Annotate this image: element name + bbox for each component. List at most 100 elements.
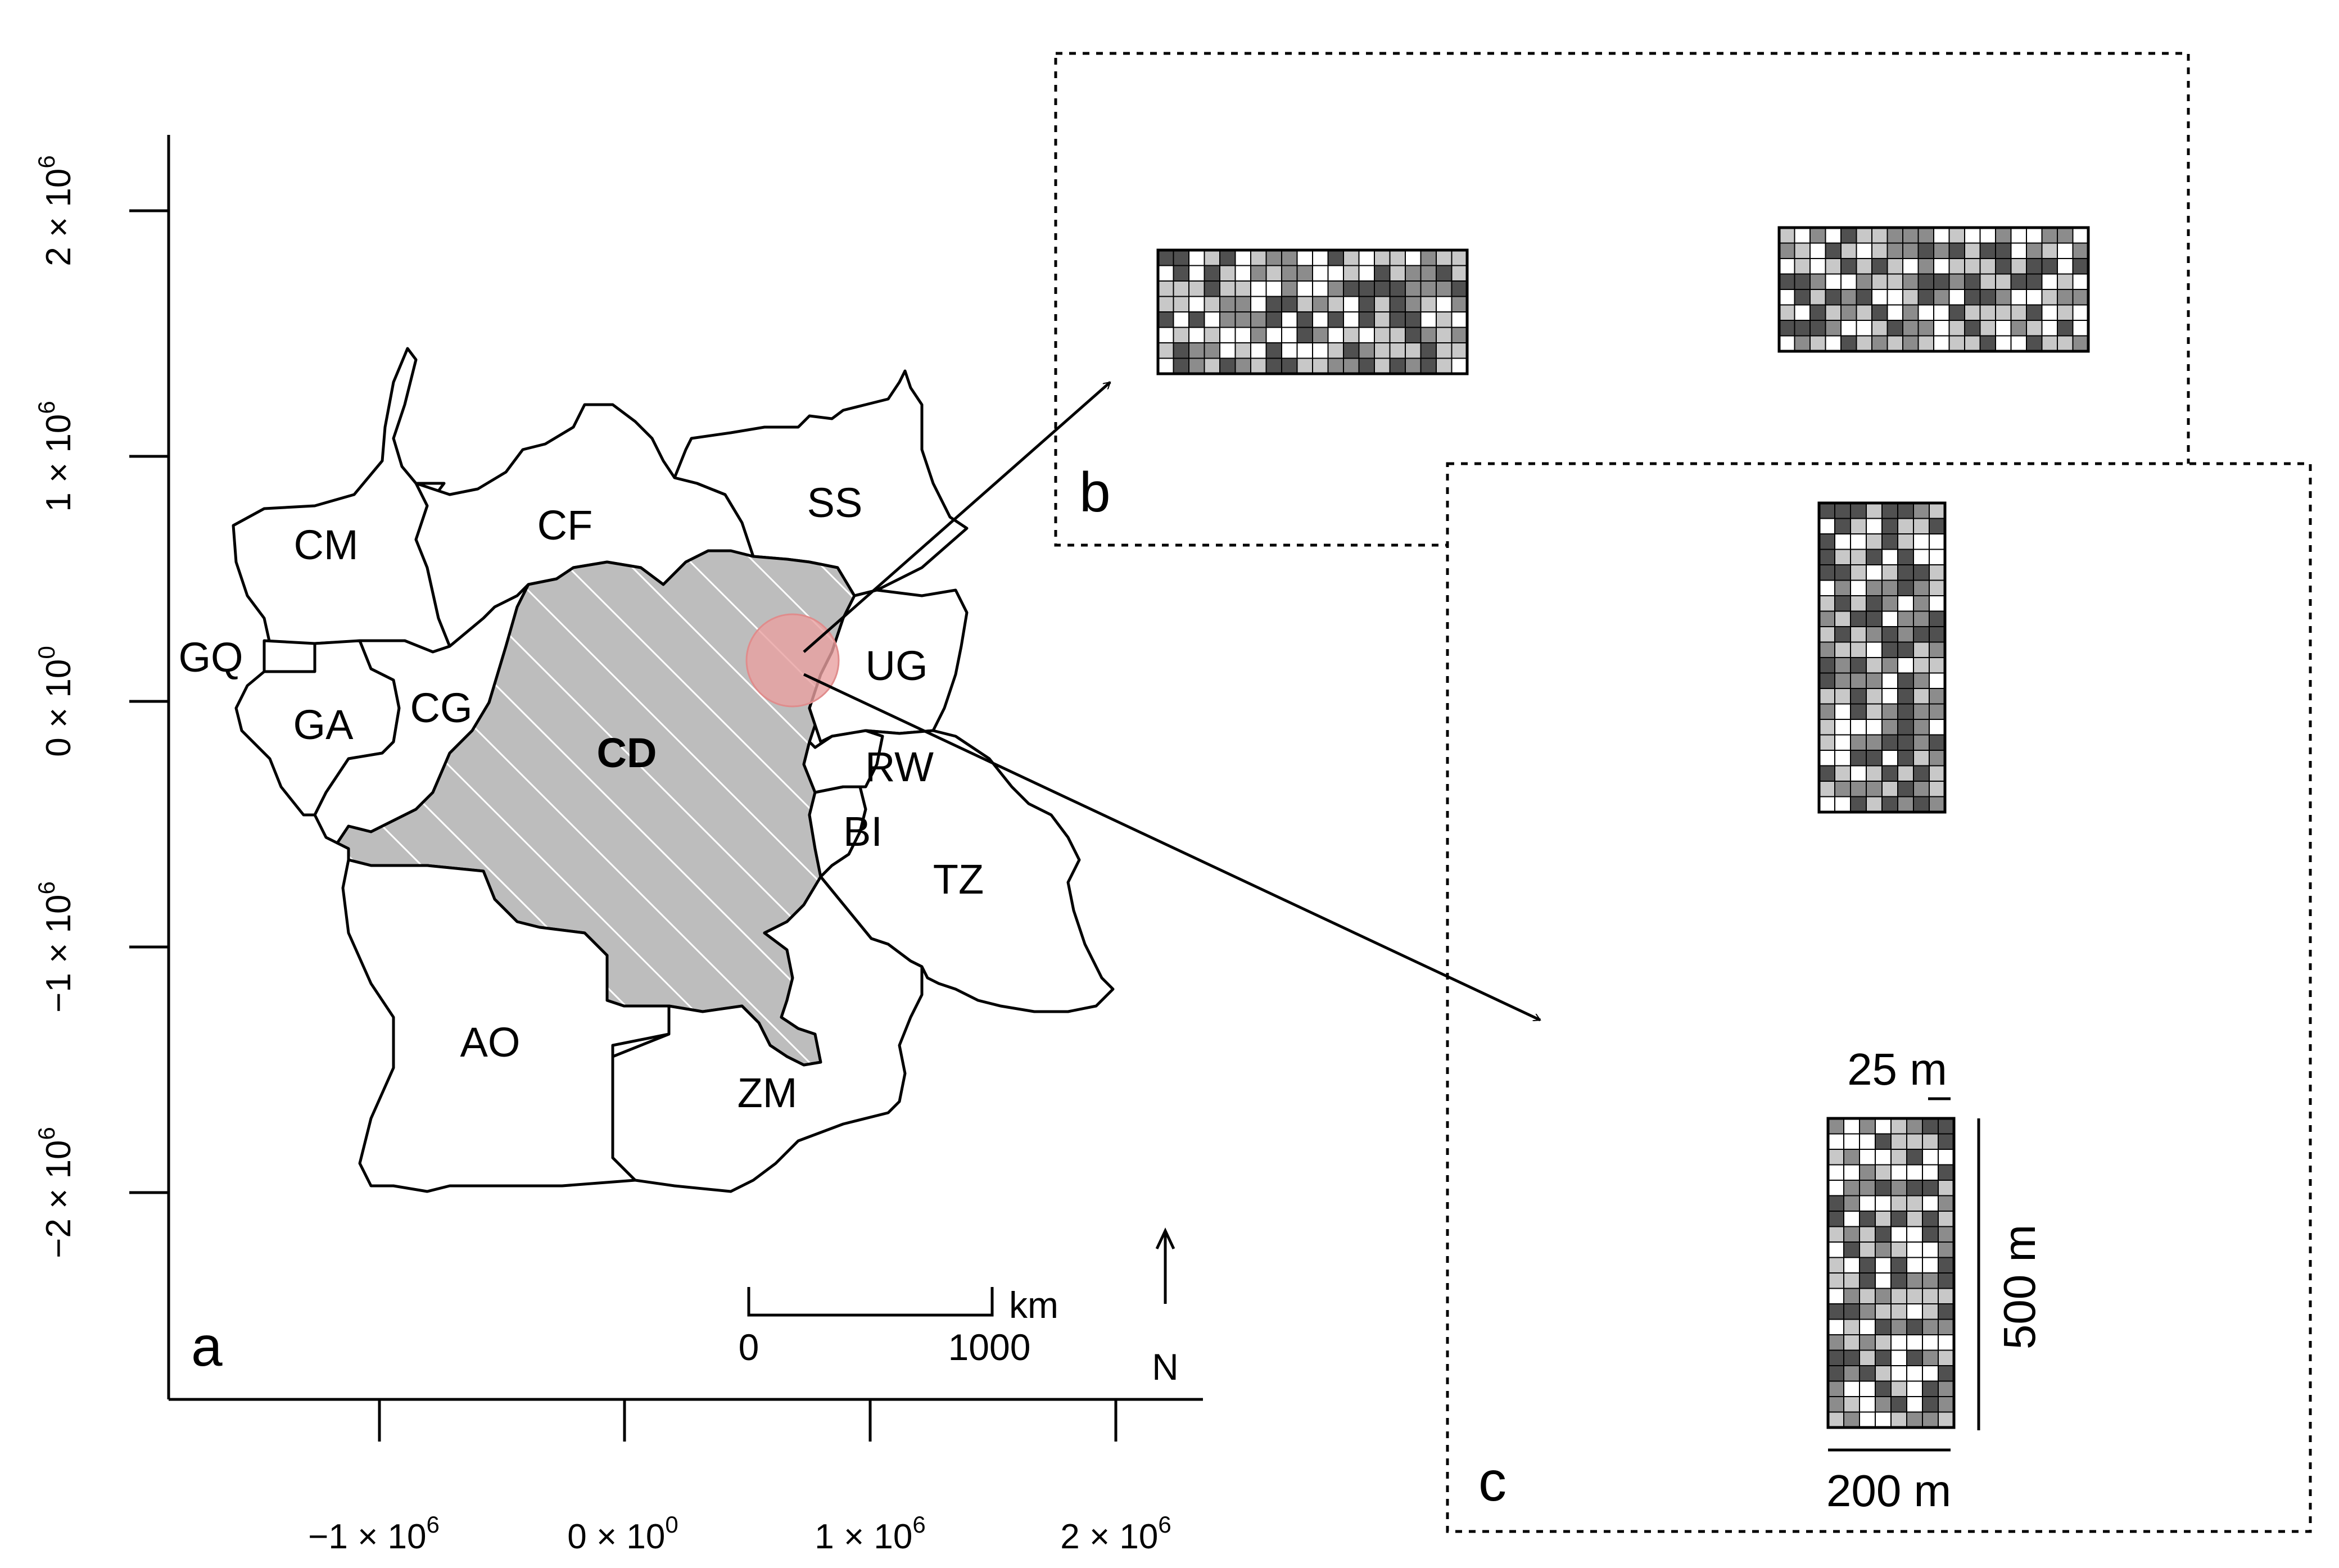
grid-cell [1897, 579, 1914, 596]
grid-cell [1234, 357, 1251, 374]
grid-cell [1281, 250, 1298, 266]
grid-cell [1859, 1226, 1876, 1243]
grid-cell [1850, 781, 1867, 797]
grid-cell [1948, 227, 1965, 244]
grid-cell [1204, 311, 1220, 328]
grid-cell [1250, 311, 1267, 328]
grid-cell [1866, 750, 1883, 767]
grid-cell [1809, 304, 1826, 321]
grid-cell [1922, 1411, 1939, 1428]
grid-cell [1188, 311, 1205, 328]
grid-cell [1374, 357, 1391, 374]
grid-cell [1840, 320, 1857, 337]
grid-cell [1938, 1226, 1955, 1243]
grid-cell [1913, 672, 1930, 689]
grid-cell [1890, 1334, 1907, 1351]
grid-cell [1327, 342, 1344, 359]
grid-cell [1866, 703, 1883, 720]
grid-cell [1917, 227, 1934, 244]
grid-cell [1250, 357, 1267, 374]
grid-cell [1913, 703, 1930, 720]
grid-cell [2072, 304, 2089, 321]
grid-cell [1922, 1349, 1939, 1366]
grid-cell [1929, 564, 1946, 581]
country-label-cm: CM [293, 522, 358, 568]
grid-cell [1779, 335, 1795, 352]
grid-cell [1840, 304, 1857, 321]
grid-cell [1979, 320, 1996, 337]
grid-cell [1890, 1195, 1907, 1212]
grid-cell [2041, 304, 2058, 321]
grid-cell [2010, 320, 2027, 337]
grid-cell [1890, 1288, 1907, 1304]
grid-cell [1265, 296, 1282, 312]
grid-cell [1374, 250, 1391, 266]
grid-cell [1890, 1411, 1907, 1428]
grid-cell [1929, 734, 1946, 751]
grid-cell [1827, 1303, 1844, 1320]
scale-bar-unit: km [1009, 1284, 1058, 1326]
grid-cell [1327, 357, 1344, 374]
grid-cell [1850, 796, 1867, 813]
grid-cell [1859, 1396, 1876, 1413]
grid-cell [1157, 327, 1174, 343]
grid-cell [1948, 320, 1965, 337]
x-tick-label: 0 × 100 [567, 1511, 678, 1556]
panel-b: b [1054, 52, 2190, 547]
grid-cell [1173, 250, 1189, 266]
grid-cell [2041, 227, 2058, 244]
grid-cell [1929, 641, 1946, 658]
grid-cell [1890, 1241, 1907, 1258]
grid-cell [1897, 750, 1914, 767]
country-label-cd: CD [597, 729, 657, 776]
grid-cell [1850, 626, 1867, 643]
grid-cell [1405, 327, 1422, 343]
country-label-bi: BI [843, 808, 883, 855]
grid-cell [1902, 335, 1919, 352]
grid-cell [1825, 258, 1842, 275]
grid-cell [1938, 1334, 1955, 1351]
grid-cell [1890, 1303, 1907, 1320]
grid-cell [1913, 781, 1930, 797]
grid-cell [1890, 1180, 1907, 1197]
grid-cell [1265, 311, 1282, 328]
grid-cell [1871, 335, 1888, 352]
grid-cell [1779, 227, 1795, 244]
grid-cell [1850, 750, 1867, 767]
grid-cell [1964, 335, 1981, 352]
scale-bar-end: 1000 [948, 1326, 1031, 1368]
grid-cell [1825, 227, 1842, 244]
grid-cell [1859, 1272, 1876, 1289]
grid-cell [2026, 258, 2043, 275]
grid-cell [1938, 1365, 1955, 1382]
grid-cell [1327, 250, 1344, 266]
grid-cell [1843, 1396, 1860, 1413]
grid-cell [1818, 781, 1835, 797]
grid-cell [1840, 227, 1857, 244]
grid-cell [1779, 258, 1795, 275]
grid-cell [1420, 357, 1437, 374]
country-label-gq: GQ [178, 634, 243, 681]
grid-cell [1204, 357, 1220, 374]
grid-cell [1897, 641, 1914, 658]
grid-cell [1906, 1288, 1923, 1304]
grid-cell [1827, 1164, 1844, 1181]
grid-cell [1859, 1164, 1876, 1181]
grid-cell [1922, 1288, 1939, 1304]
grid-cell [1938, 1149, 1955, 1166]
grid-cell [1933, 289, 1950, 306]
grid-cell [1827, 1180, 1844, 1197]
grid-cell [1913, 641, 1930, 658]
grid-cell [1913, 796, 1930, 813]
grid-cell [1917, 335, 1934, 352]
grid-cell [2057, 304, 2074, 321]
grid-cell [1979, 289, 1996, 306]
grid-cell [1219, 296, 1236, 312]
grid-cell [1219, 280, 1236, 297]
grid-cell [1834, 672, 1851, 689]
grid-cell [1875, 1164, 1892, 1181]
grid-cell [1265, 265, 1282, 282]
grid-cell [1296, 265, 1313, 282]
grid-cell [1890, 1149, 1907, 1166]
grid-cell [1296, 357, 1313, 374]
